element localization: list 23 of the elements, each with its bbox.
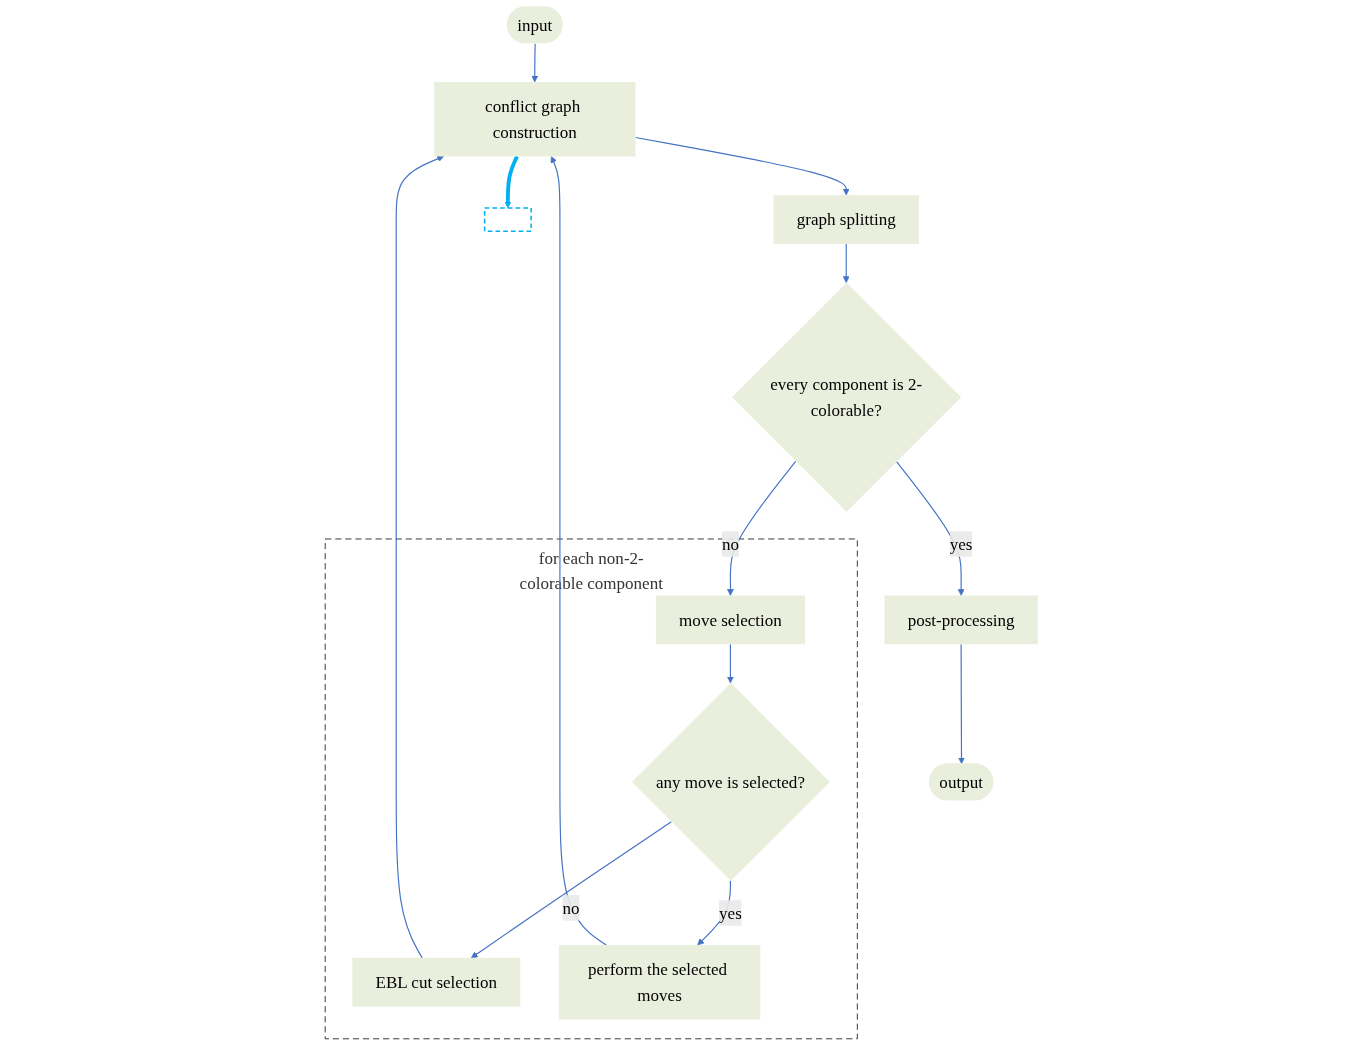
arrow (842, 243, 850, 283)
arrow (958, 643, 965, 764)
node-box: perform the selected moves (558, 945, 761, 1020)
arrow (504, 155, 519, 209)
arrow (395, 155, 444, 959)
edge-label: yes (719, 903, 742, 923)
edge-label: yes (949, 534, 973, 554)
node-diamond: any move is selected? (631, 683, 830, 881)
node-box: EBL cut selection (352, 957, 521, 1007)
arrow (634, 136, 850, 196)
node-box (483, 207, 532, 232)
arrow (550, 156, 607, 946)
arrow (727, 460, 797, 596)
edge-label: no (721, 534, 739, 554)
edge-label: no (562, 898, 580, 918)
arrow (471, 821, 672, 959)
arrow (727, 643, 734, 684)
node-diamond: every component is 2-colorable? (732, 282, 962, 512)
node-box: post-processing (884, 595, 1038, 645)
arrow (531, 43, 539, 83)
node-box: graph splitting (773, 195, 919, 244)
node-box: move selection (655, 595, 805, 645)
node-box: conflict graph construction (434, 82, 636, 157)
